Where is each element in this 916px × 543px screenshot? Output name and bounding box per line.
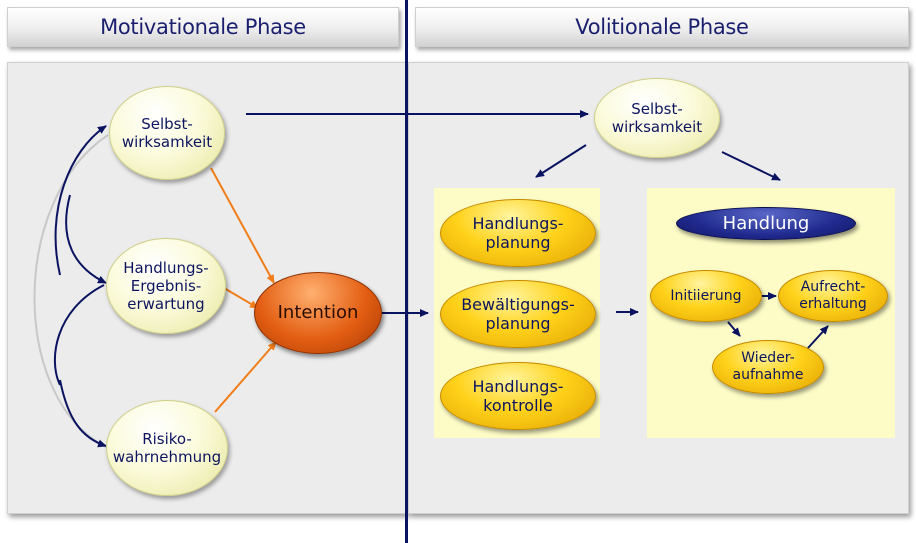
arc-ergebnis-risiko	[53, 284, 105, 386]
node-selbstwirksamkeit-motivational-label: Selbst- wirksamkeit	[121, 115, 213, 151]
node-initiierung: Initiierung	[650, 270, 762, 322]
node-intention: Intention	[254, 272, 382, 354]
arrow-vselbst-planning	[535, 144, 587, 178]
node-wiederaufnahme: Wieder- aufnahme	[712, 340, 824, 394]
node-selbstwirksamkeit-motivational: Selbst- wirksamkeit	[109, 86, 225, 180]
node-handlungsplanung-label: Handlungs- planung	[472, 213, 564, 252]
arc-risiko	[59, 379, 107, 448]
arc-selbst-ergebnis	[54, 125, 107, 276]
arrow-selbst-intention	[210, 167, 275, 284]
node-handlung-label: Handlung	[722, 212, 810, 234]
arrow-vselbst-action	[721, 151, 781, 181]
node-handlungskontrolle-label: Handlungs- kontrolle	[472, 376, 564, 415]
arrow-wieder-aufrecht	[807, 325, 829, 349]
node-wiederaufnahme-label: Wieder- aufnahme	[732, 350, 804, 383]
node-risikowahrnehmung-label: Risiko- wahrnehmung	[112, 430, 222, 466]
node-handlungs-ergebniserwartung-label: Handlungs- Ergebnis- erwartung	[123, 259, 209, 313]
node-handlungsplanung: Handlungs- planung	[440, 199, 596, 267]
node-selbstwirksamkeit-volitional-label: Selbst- wirksamkeit	[611, 100, 703, 136]
node-handlungskontrolle: Handlungs- kontrolle	[440, 362, 596, 430]
header-volitional-label: Volitionale Phase	[575, 15, 749, 39]
arrow-initiierung-wieder	[727, 321, 741, 337]
node-aufrechterhaltung: Aufrecht- erhaltung	[778, 270, 888, 322]
node-bewaeltigungsplanung-label: Bewältigungs- planung	[461, 294, 575, 333]
header-motivational-phase: Motivationale Phase	[7, 7, 399, 47]
node-selbstwirksamkeit-volitional: Selbst- wirksamkeit	[594, 78, 720, 158]
arc-grey-selbst-risiko	[33, 134, 109, 449]
arc-selbst-ergebnis-down	[65, 194, 107, 284]
node-bewaeltigungsplanung: Bewältigungs- planung	[440, 280, 596, 348]
phase-divider	[405, 0, 408, 543]
node-risikowahrnehmung: Risiko- wahrnehmung	[106, 400, 228, 496]
node-handlung: Handlung	[676, 207, 856, 240]
arrow-ergebnis-intention	[223, 287, 259, 309]
node-aufrechterhaltung-label: Aufrecht- erhaltung	[799, 279, 867, 312]
header-motivational-label: Motivationale Phase	[100, 15, 306, 39]
node-initiierung-label: Initiierung	[670, 287, 742, 304]
node-handlungs-ergebniserwartung: Handlungs- Ergebnis- erwartung	[106, 238, 226, 334]
node-intention-label: Intention	[277, 302, 359, 324]
arrow-risiko-intention	[214, 341, 277, 413]
header-volitional-phase: Volitionale Phase	[415, 7, 909, 47]
